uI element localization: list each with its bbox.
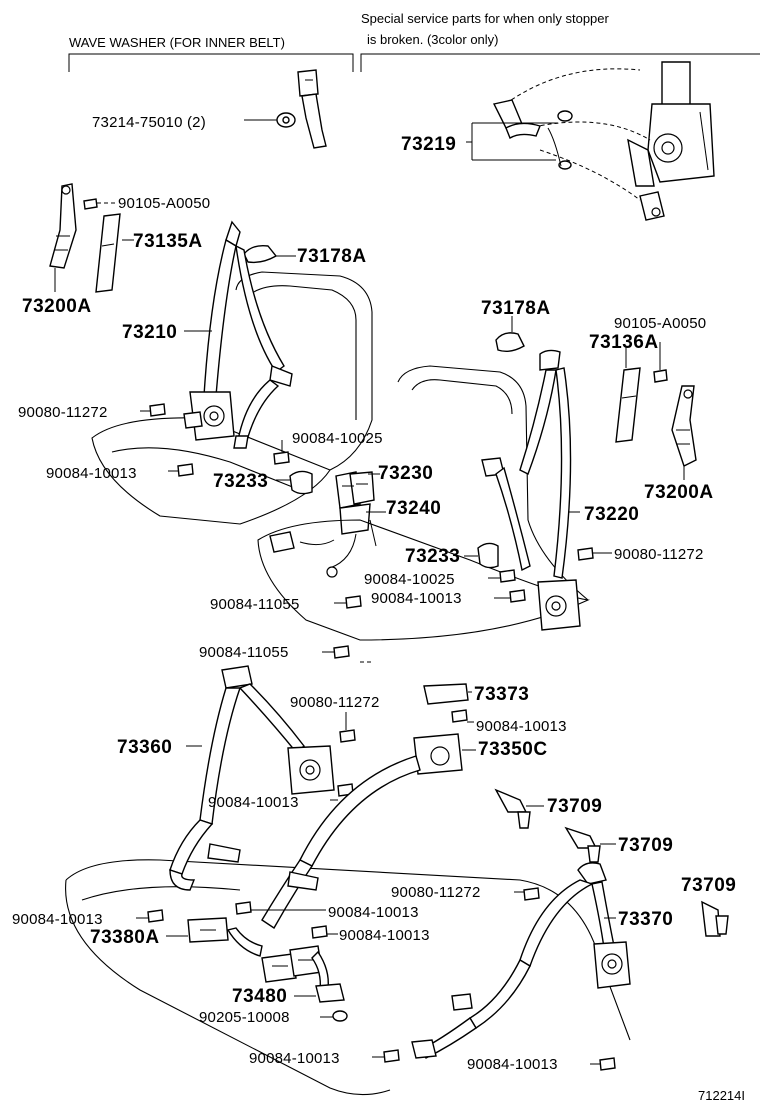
wave-washer-text: WAVE WASHER (FOR INNER BELT) [69,35,285,50]
special-note-line-2: is broken. (3color only) [367,32,499,47]
label-73230: 73230 [378,463,433,484]
front-seat-left-illustration: 73200A 90105-A0050 73135A 73178A 73210 9… [18,183,383,525]
drawing-number: 712214I [698,1088,745,1103]
label-73709-b: 73709 [618,835,673,856]
label-73709-a: 73709 [547,796,602,817]
label-73200A-left: 73200A [22,296,92,317]
label-73380A: 73380A [90,927,160,948]
label-73210: 73210 [122,322,177,343]
label-90084-10013-f: 90084-10013 [249,1050,340,1067]
front-seat-right-illustration: 73178A 73220 90080-11272 73233 90084-100… [210,298,704,641]
label-73480: 73480 [232,986,287,1007]
label-90084-10013-e: 90084-10013 [339,927,430,944]
label-73178A-right: 73178A [481,298,551,319]
label-90084-11055-a: 90084-11055 [210,596,300,613]
label-73360: 73360 [117,737,172,758]
label-73233-right: 73233 [405,546,460,567]
label-73240: 73240 [386,498,441,519]
label-73233-left: 73233 [213,471,268,492]
label-73200A-right: 73200A [644,482,714,503]
label-90080-11272-right: 90080-11272 [614,546,704,563]
label-73370: 73370 [618,909,673,930]
right-anchor-illustration: 73136A 90105-A0050 73200A [589,315,714,503]
label-73220: 73220 [584,504,639,525]
label-90084-10013-c: 90084-10013 [12,911,103,928]
center-buckle-illustration: 73230 73240 [269,463,441,578]
label-90105-A0050-right: 90105-A0050 [614,315,706,332]
rear-seat-illustration: 90084-11055 73360 90080-11272 90084-1001… [12,644,736,1096]
label-90084-10013-left: 90084-10013 [46,465,137,482]
label-90084-10013-b: 90084-10013 [208,794,299,811]
label-90080-11272-left: 90080-11272 [18,404,108,421]
label-90084-10025-right: 90084-10025 [364,571,455,588]
retractor-stopper-illustration: 73219 [401,61,715,221]
special-service-note: Special service parts for when only stop… [360,11,760,72]
label-90205-10008: 90205-10008 [199,1009,290,1026]
label-73178A-top: 73178A [297,246,367,267]
label-73214-75010: 73214-75010 (2) [92,114,206,131]
label-90084-11055-b: 90084-11055 [199,644,289,661]
label-90105-A0050-top: 90105-A0050 [118,195,210,212]
label-73709-c: 73709 [681,875,736,896]
label-73219: 73219 [401,134,456,155]
label-73135A: 73135A [133,231,203,252]
label-90084-10013-g: 90084-10013 [467,1056,558,1073]
buckle-with-washer-illustration: 73214-75010 (2) [92,69,327,149]
label-73350C: 73350C [478,739,548,760]
label-73136A: 73136A [589,332,659,353]
label-90084-10013-mid: 90084-10013 [476,718,567,735]
label-90080-11272-mid: 90080-11272 [290,694,380,711]
label-90080-11272-low: 90080-11272 [391,884,481,901]
special-note-line-1: Special service parts for when only stop… [361,11,610,26]
wave-washer-note: WAVE WASHER (FOR INNER BELT) [68,35,354,72]
label-90084-10013-right: 90084-10013 [371,590,462,607]
label-90084-10013-d: 90084-10013 [328,904,419,921]
label-90084-10025-left: 90084-10025 [292,430,383,447]
label-73373: 73373 [474,684,529,705]
